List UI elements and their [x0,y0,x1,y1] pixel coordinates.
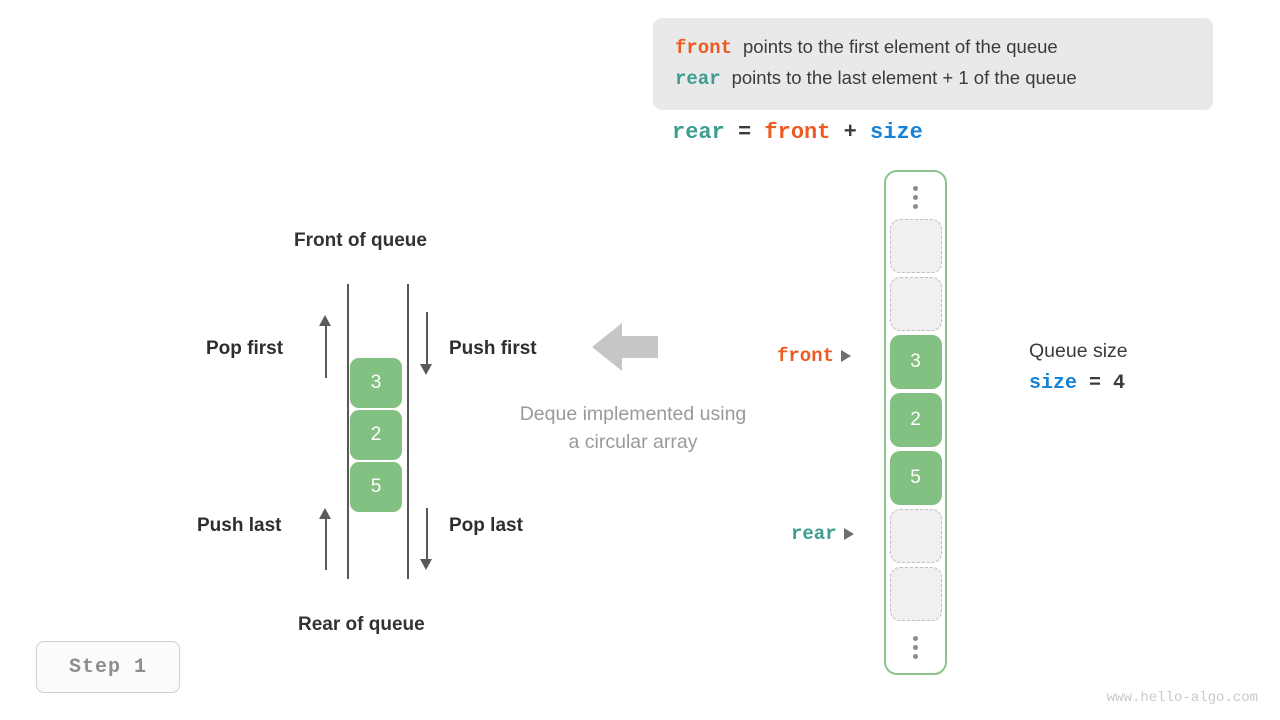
deque-cell: 3 [350,358,402,408]
left-block-arrow-icon [592,323,658,371]
deque-cell: 5 [350,462,402,512]
front-pointer: front [777,345,852,367]
formula-size: size [870,120,923,145]
array-slot-list: 3 2 5 [886,219,945,621]
size-keyword: size [1029,372,1078,395]
push-first-label: Push first [449,338,537,359]
queue-size-expression: size = 4 [1029,372,1128,395]
pointer-arrow-icon [841,350,852,362]
array-slot: 5 [889,451,942,505]
pop-last-label: Pop last [449,515,523,536]
arrow-down-push-first-icon [420,312,433,375]
array-slot [889,277,942,331]
pointer-definition-box: front points to the first element of the… [653,18,1213,110]
circular-array-container: 3 2 5 [884,170,947,675]
rear-pointer-label: rear [791,523,837,545]
rear-of-queue-label: Rear of queue [298,614,425,635]
array-slot: 3 [889,335,942,389]
formula-front: front [764,120,831,145]
deque-caption: Deque implemented using a circular array [519,403,747,453]
deque-cell: 2 [350,410,402,460]
array-slot: 2 [889,393,942,447]
array-slot [889,509,942,563]
arrow-up-pop-first-icon [319,315,332,378]
step-badge: Step 1 [36,641,180,693]
front-description: points to the first element of the queue [743,36,1058,57]
arrow-up-push-last-icon [319,508,332,570]
rear-formula: rear = front + size [672,120,923,145]
size-value: 4 [1113,372,1126,395]
rear-description: points to the last element + 1 of the qu… [731,67,1077,88]
rear-keyword: rear [675,68,721,90]
formula-plus: + [830,120,871,145]
pointer-arrow-icon [843,528,854,540]
note-line-front: front points to the first element of the… [675,32,1191,63]
pop-first-label: Pop first [206,338,284,359]
formula-rear: rear [672,120,725,145]
deque-cell-stack: 3 2 5 [350,358,402,512]
queue-size-block: Queue size size = 4 [1029,340,1128,395]
rear-pointer: rear [791,523,854,545]
ellipsis-top-icon [886,186,945,209]
front-pointer-label: front [777,345,835,367]
ellipsis-bottom-icon [886,636,945,659]
size-equals: = [1077,372,1114,395]
formula-equals: = [724,120,765,145]
note-line-rear: rear points to the last element + 1 of t… [675,63,1191,94]
deque-guide-line-left [347,284,349,579]
arrow-down-pop-last-icon [420,508,433,570]
front-of-queue-label: Front of queue [294,230,427,251]
front-keyword: front [675,37,733,59]
watermark: www.hello-algo.com [1106,690,1258,706]
queue-size-label: Queue size [1029,340,1128,362]
push-last-label: Push last [197,515,282,536]
array-slot [889,219,942,273]
deque-guide-line-right [407,284,409,579]
array-slot [889,567,942,621]
